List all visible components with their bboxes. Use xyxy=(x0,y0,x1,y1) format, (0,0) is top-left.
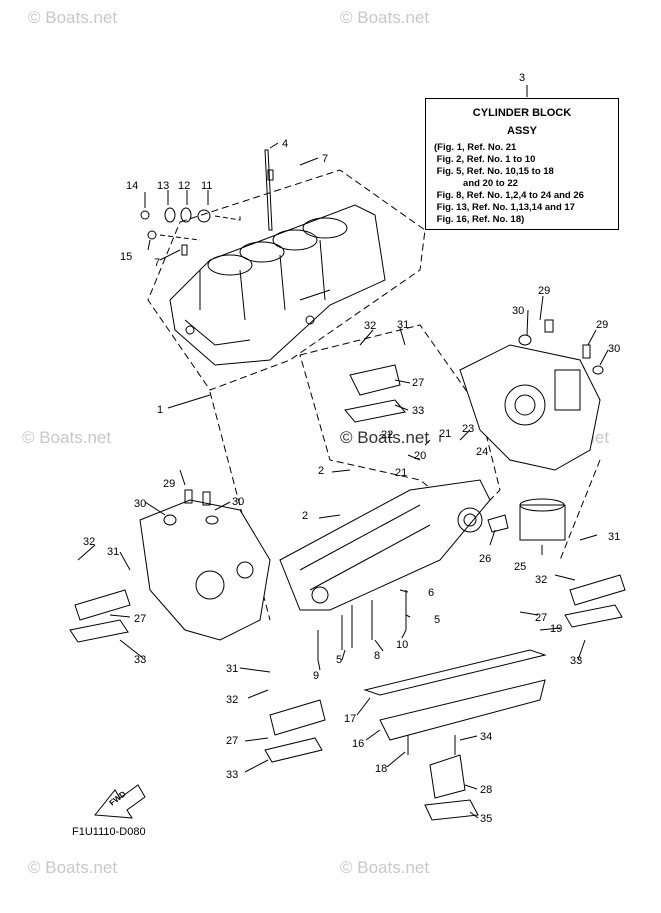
gasket-drawing xyxy=(363,649,547,696)
callout-label: 32 xyxy=(226,694,238,706)
right-cover-drawing xyxy=(459,344,601,471)
callout-label: 11 xyxy=(201,180,212,192)
info-box-line: Fig. 16, Ref. No. 18) xyxy=(434,214,525,225)
callout-label: 32 xyxy=(83,536,95,548)
callout-label: 22 xyxy=(381,429,393,441)
fwd-arrow-icon xyxy=(94,784,146,819)
watermark: © Boats.net xyxy=(28,8,118,27)
callout-label: 17 xyxy=(344,713,356,725)
callout-label: 32 xyxy=(364,320,376,332)
callout-label: 33 xyxy=(226,769,238,781)
callout-label: 1 xyxy=(157,404,163,416)
watermark: © Boats.net xyxy=(22,428,112,447)
callout-label: 8 xyxy=(374,650,380,662)
callout-label: 4 xyxy=(282,138,288,150)
callout-label: 27 xyxy=(134,613,146,625)
callout-label: 31 xyxy=(226,663,238,675)
callout-label: 31 xyxy=(397,319,409,331)
callout-label: 29 xyxy=(163,478,175,490)
callout-label: 27 xyxy=(226,735,238,747)
watermark: © Boats.net xyxy=(340,858,430,877)
callout-label: 7 xyxy=(154,257,160,269)
fwd-label: FWD xyxy=(108,789,128,807)
info-box-line: Fig. 5, Ref. No. 10,15 to 18 xyxy=(434,166,554,177)
callout-label: 23 xyxy=(462,423,474,435)
callout-label: 21 xyxy=(395,467,407,479)
oil-filter-drawing xyxy=(519,504,566,541)
dashed-outline-cylinder-block xyxy=(147,169,426,391)
callout-label: 18 xyxy=(375,763,387,775)
callout-label: 30 xyxy=(134,498,146,510)
oil-pan-drawing xyxy=(379,679,546,741)
info-box-line: Fig. 8, Ref. No. 1,2,4 to 24 and 26 xyxy=(434,190,584,201)
callout-label: 19 xyxy=(550,623,562,635)
crankcase-drawing xyxy=(279,479,491,611)
info-box-title: CYLINDER BLOCK xyxy=(472,107,572,119)
callout-label: 26 xyxy=(479,553,491,565)
callout-label: 31 xyxy=(107,546,119,558)
callout-label: 16 xyxy=(352,738,364,750)
info-box-line: Fig. 2, Ref. No. 1 to 10 xyxy=(434,154,536,165)
callout-label: 29 xyxy=(538,285,550,297)
info-box: CYLINDER BLOCK ASSY (Fig. 1, Ref. No. 21… xyxy=(425,98,619,230)
cylinder-block-drawing xyxy=(169,204,386,366)
callout-label: 9 xyxy=(313,670,319,682)
callout-label: 5 xyxy=(336,654,342,666)
callout-label: 24 xyxy=(476,446,488,458)
info-box-ref: 3 xyxy=(519,72,526,84)
watermark: © Boats.net xyxy=(28,858,118,877)
callout-label: 30 xyxy=(608,343,620,355)
callout-label: 15 xyxy=(120,251,132,263)
callout-label: 33 xyxy=(134,654,146,666)
callout-label: 13 xyxy=(157,180,169,192)
callout-label: 2 xyxy=(318,465,324,477)
info-box-line: and 20 to 22 xyxy=(434,178,518,189)
callout-label: 30 xyxy=(232,496,244,508)
callout-label: 27 xyxy=(412,377,424,389)
callout-label: 30 xyxy=(512,305,524,317)
callout-label: 12 xyxy=(178,180,190,192)
left-cover-drawing xyxy=(139,499,271,641)
callout-label: 33 xyxy=(412,405,424,417)
callout-label: 2 xyxy=(302,510,308,522)
callout-label: 25 xyxy=(514,561,526,573)
callout-label: 35 xyxy=(480,813,492,825)
callout-label: 10 xyxy=(396,639,408,651)
callout-label: 27 xyxy=(535,612,547,624)
callout-label: 29 xyxy=(596,319,608,331)
callout-label: 5 xyxy=(434,614,440,626)
watermark: © Boats.net xyxy=(340,428,430,447)
callout-label: 31 xyxy=(608,531,620,543)
callout-label: 34 xyxy=(480,731,492,743)
info-box-subtitle: ASSY xyxy=(507,125,537,137)
engine-mount-drawing xyxy=(69,364,626,821)
info-box-line: Fig. 13, Ref. No. 1,13,14 and 17 xyxy=(434,202,575,213)
diagram-code: F1U1110-D080 xyxy=(72,826,146,838)
callout-label: 14 xyxy=(126,180,138,192)
watermark: © Boats.net xyxy=(340,8,430,27)
stud-bolt-drawing xyxy=(264,149,273,231)
info-box-line: (Fig. 1, Ref. No. 21 xyxy=(434,142,517,153)
callout-label: 33 xyxy=(570,655,582,667)
callout-label: 7 xyxy=(322,153,328,165)
callout-label: 32 xyxy=(535,574,547,586)
callout-label: 21 xyxy=(439,428,451,440)
callout-label: 28 xyxy=(480,784,492,796)
callout-label: 6 xyxy=(428,587,434,599)
callout-label: 20 xyxy=(414,450,426,462)
